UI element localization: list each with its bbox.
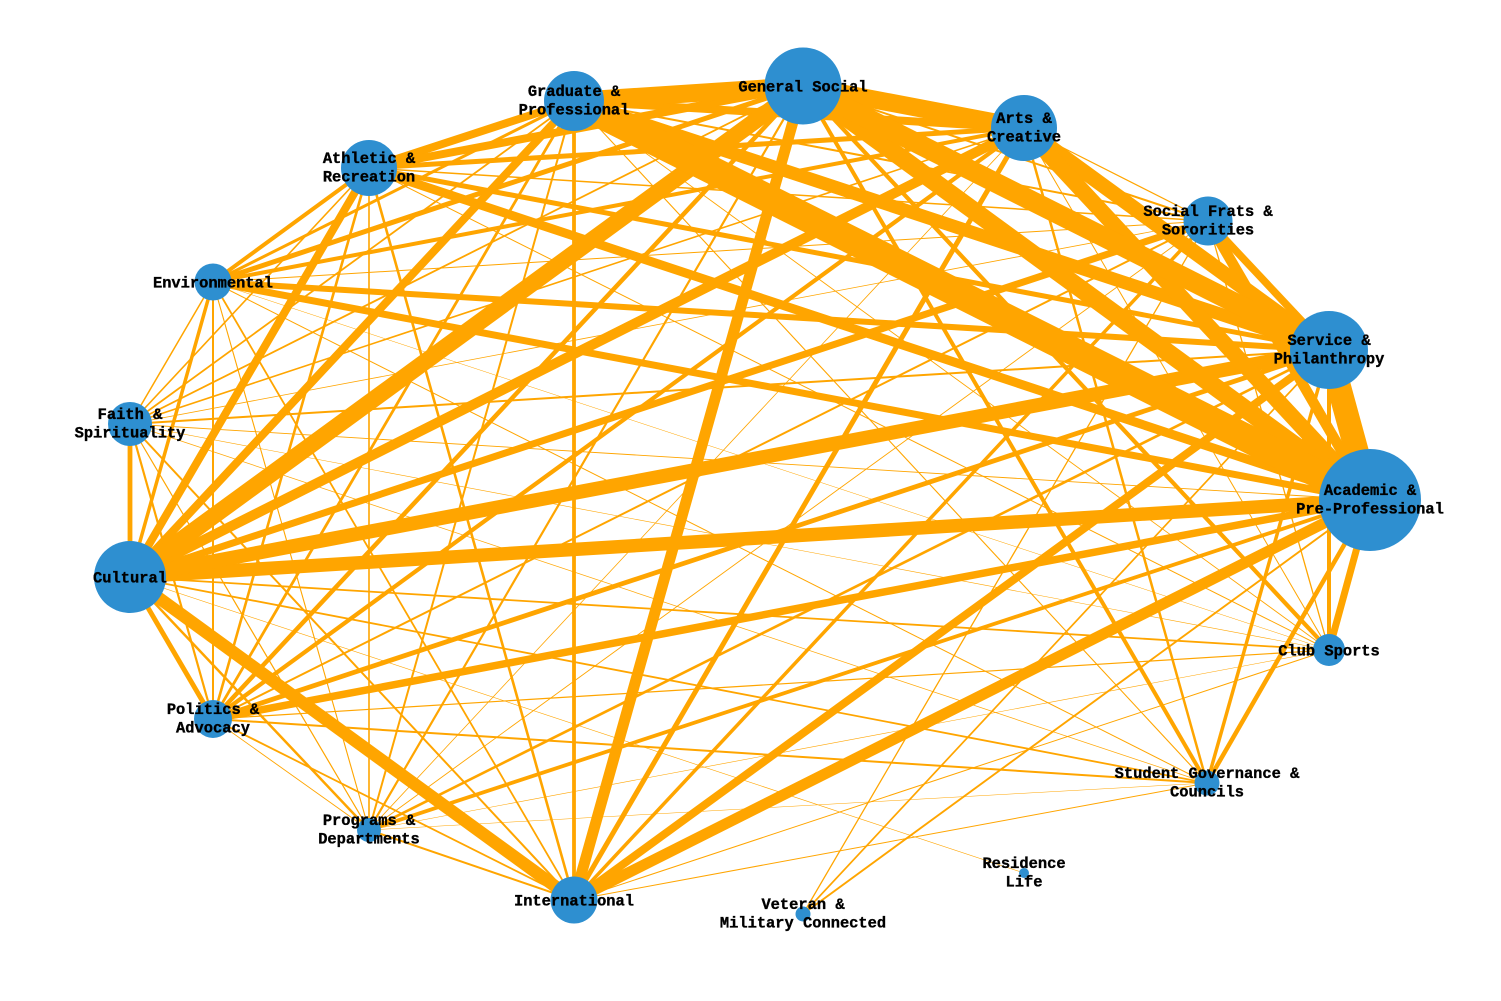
svg-text:Cultural: Cultural [93, 569, 167, 587]
svg-text:Athletic &: Athletic & [323, 150, 416, 168]
svg-text:Environmental: Environmental [153, 274, 273, 292]
svg-text:Advocacy: Advocacy [176, 720, 250, 738]
svg-text:International: International [514, 892, 634, 910]
svg-text:Veteran &: Veteran & [761, 896, 845, 914]
svg-text:Residence: Residence [982, 855, 1065, 873]
svg-text:Arts &: Arts & [996, 110, 1052, 128]
svg-text:Social Frats &: Social Frats & [1143, 203, 1273, 221]
svg-text:Departments: Departments [318, 831, 420, 849]
svg-text:Club Sports: Club Sports [1278, 642, 1380, 660]
svg-text:Councils: Councils [1170, 784, 1244, 802]
svg-text:Spirituality: Spirituality [75, 425, 186, 443]
svg-text:Creative: Creative [987, 129, 1061, 147]
svg-text:Recreation: Recreation [323, 169, 415, 187]
svg-text:Faith &: Faith & [98, 406, 163, 424]
svg-text:General Social: General Social [738, 78, 867, 96]
svg-text:Life: Life [1006, 874, 1043, 892]
svg-text:Pre-Professional: Pre-Professional [1296, 501, 1444, 519]
svg-text:Programs &: Programs & [323, 812, 416, 830]
svg-text:Military Connected: Military Connected [720, 915, 886, 933]
svg-text:Professional: Professional [519, 102, 630, 120]
svg-text:Academic &: Academic & [1324, 482, 1417, 500]
svg-text:Graduate &: Graduate & [528, 83, 621, 101]
svg-text:Sororities: Sororities [1162, 222, 1254, 240]
svg-text:Student Governance &: Student Governance & [1115, 765, 1300, 783]
svg-text:Philanthropy: Philanthropy [1274, 351, 1385, 369]
svg-text:Service &: Service & [1287, 332, 1371, 350]
svg-text:Politics &: Politics & [167, 701, 260, 719]
